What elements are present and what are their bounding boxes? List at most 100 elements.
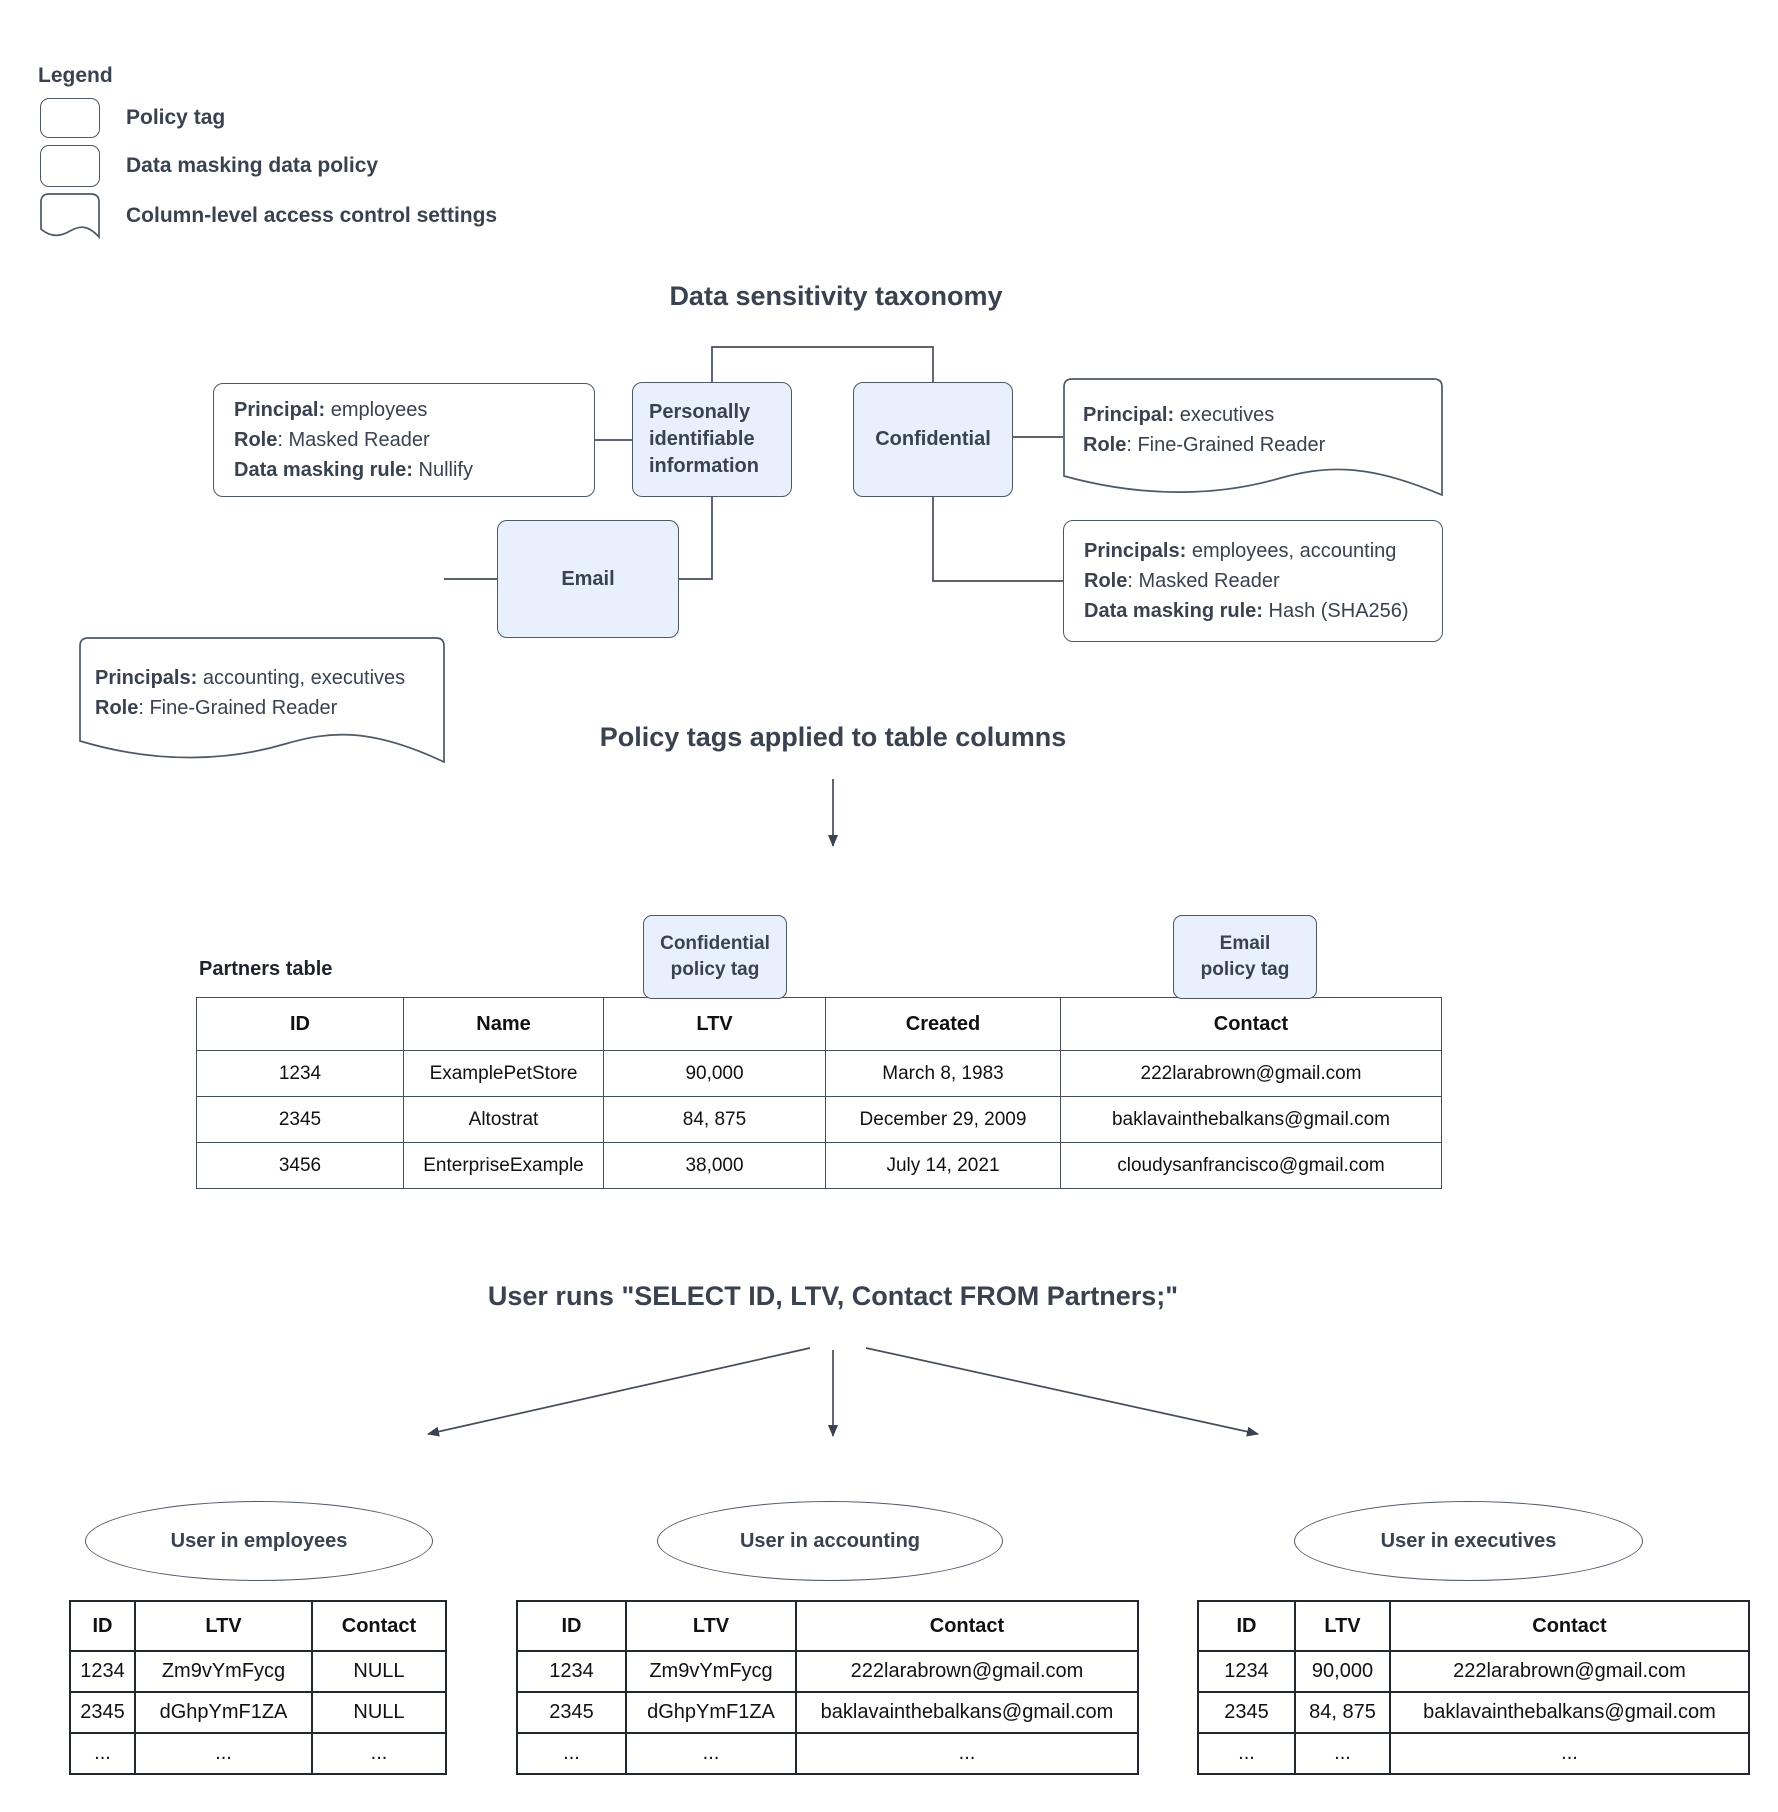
table-cell: 38,000 — [603, 1142, 826, 1189]
table-cell: March 8, 1983 — [825, 1050, 1061, 1097]
confidential-policy-tag-badge: Confidential policy tag — [643, 915, 787, 999]
column-header: ID — [69, 1600, 136, 1652]
table-row: 1234 Zm9vYmFycg 222larabrown@gmail.com — [516, 1650, 1139, 1693]
table-cell: 3456 — [196, 1142, 404, 1189]
table-row: ... ... ... — [69, 1732, 447, 1775]
column-header: ID — [1197, 1600, 1296, 1652]
accounting-executives-access-box: Principals: accounting, executives Role:… — [79, 637, 445, 763]
table-cell: 2345 — [69, 1691, 136, 1734]
legend-label: Data masking data policy — [126, 154, 379, 177]
table-cell: December 29, 2009 — [825, 1096, 1061, 1143]
column-header: Contact — [1389, 1600, 1750, 1652]
table-row: 1234 ExamplePetStore 90,000 March 8, 198… — [196, 1050, 1442, 1097]
table-row: 2345 dGhpYmF1ZA NULL — [69, 1691, 447, 1734]
email-policy-tag-badge: Email policy tag — [1173, 915, 1317, 999]
table-header-row: ID LTV Contact — [516, 1600, 1139, 1652]
policy-line: Role: Fine-Grained Reader — [95, 697, 338, 719]
document-swatch — [40, 193, 100, 240]
table-cell: 1234 — [69, 1650, 136, 1693]
table-row: 1234 90,000 222larabrown@gmail.com — [1197, 1650, 1750, 1693]
table-cell: 2345 — [196, 1096, 404, 1143]
legend-label: Column-level access control settings — [126, 204, 498, 227]
column-header: Contact — [311, 1600, 447, 1652]
table-cell: dGhpYmF1ZA — [625, 1691, 797, 1734]
policy-line: Data masking rule: Hash (SHA256) — [1084, 600, 1409, 622]
table-cell: baklavainthebalkans@gmail.com — [1389, 1691, 1750, 1734]
user-label: User in accounting — [739, 1529, 921, 1552]
query-heading: User runs "SELECT ID, LTV, Contact FROM … — [487, 1281, 1179, 1311]
table-row: ... ... ... — [1197, 1732, 1750, 1775]
table-row: 2345 dGhpYmF1ZA baklavainthebalkans@gmai… — [516, 1691, 1139, 1734]
table-cell: ... — [625, 1732, 797, 1775]
table-row: 2345 Altostrat 84, 875 December 29, 2009… — [196, 1096, 1442, 1143]
table-cell: 84, 875 — [603, 1096, 826, 1143]
table-cell: ... — [311, 1732, 447, 1775]
partners-table-label: Partners table — [199, 958, 333, 980]
column-header: ID — [516, 1600, 627, 1652]
legend-item-access-control: Column-level access control settings — [126, 193, 497, 239]
document-shape — [79, 637, 445, 763]
table-cell: ... — [1197, 1732, 1296, 1775]
applied-heading: Policy tags applied to table columns — [599, 722, 1067, 752]
table-cell: 222larabrown@gmail.com — [1060, 1050, 1442, 1097]
column-header: LTV — [603, 997, 826, 1051]
column-header: ID — [196, 997, 404, 1051]
tag-line: policy tag — [1200, 959, 1290, 980]
table-cell: EnterpriseExample — [403, 1142, 604, 1189]
table-cell: ... — [795, 1732, 1139, 1775]
email-policy-tag-node: Email — [497, 520, 679, 638]
table-cell: NULL — [311, 1691, 447, 1734]
legend-title: Legend — [38, 64, 113, 87]
table-cell: 90,000 — [1294, 1650, 1391, 1693]
user-accounting-ellipse: User in accounting — [657, 1501, 1003, 1581]
table-header-row: ID LTV Contact — [1197, 1600, 1750, 1652]
policy-lines: Principals: accounting, executives Role:… — [79, 637, 445, 723]
column-header: Name — [403, 997, 604, 1051]
confidential-policy-tag-node: Confidential — [853, 382, 1013, 497]
table-cell: cloudysanfrancisco@gmail.com — [1060, 1142, 1442, 1189]
user-employees-ellipse: User in employees — [85, 1501, 433, 1581]
table-cell: 2345 — [1197, 1691, 1296, 1734]
table-header-row: ID LTV Contact — [69, 1600, 447, 1652]
table-cell: 90,000 — [603, 1050, 826, 1097]
table-cell: 1234 — [516, 1650, 627, 1693]
legend-item-policy-tag: Policy tag — [126, 98, 225, 138]
table-cell: 1234 — [1197, 1650, 1296, 1693]
legend-item-data-policy: Data masking data policy — [126, 145, 378, 187]
user-label: User in employees — [170, 1529, 348, 1552]
hash-policy-box: Principals: employees, accounting Role: … — [1063, 520, 1443, 642]
table-cell: dGhpYmF1ZA — [134, 1691, 313, 1734]
policy-tag-swatch — [40, 98, 100, 138]
policy-line: Role: Masked Reader — [1084, 570, 1280, 592]
policy-line: Principals: accounting, executives — [95, 667, 406, 689]
email-label: Email — [561, 567, 615, 590]
data-policy-swatch — [40, 145, 100, 187]
table-cell: Altostrat — [403, 1096, 604, 1143]
table-cell: ... — [516, 1732, 627, 1775]
column-header: Contact — [1060, 997, 1442, 1051]
executives-result-table: ID LTV Contact 1234 90,000 222larabrown@… — [1197, 1600, 1750, 1775]
column-header: Contact — [795, 1600, 1139, 1652]
table-cell: baklavainthebalkans@gmail.com — [795, 1691, 1139, 1734]
policy-line: Principal: executives — [1083, 404, 1275, 426]
table-cell: 1234 — [196, 1050, 404, 1097]
column-header: Created — [825, 997, 1061, 1051]
pii-label: Personally identifiable information — [649, 401, 759, 477]
accounting-result-table: ID LTV Contact 1234 Zm9vYmFycg 222larabr… — [516, 1600, 1139, 1775]
column-header: LTV — [134, 1600, 313, 1652]
nullify-policy-box: Principal: employees Role: Masked Reader… — [213, 383, 595, 497]
tag-line: Confidential — [660, 933, 770, 955]
tag-line: policy tag — [670, 959, 760, 980]
taxonomy-title: Data sensitivity taxonomy — [669, 281, 1003, 311]
table-cell: ... — [134, 1732, 313, 1775]
table-cell: 222larabrown@gmail.com — [1389, 1650, 1750, 1693]
policy-lines: Principal: executives Role: Fine-Grained… — [1063, 378, 1443, 460]
table-cell: baklavainthebalkans@gmail.com — [1060, 1096, 1442, 1143]
policy-line: Principal: employees — [234, 399, 428, 421]
table-cell: 222larabrown@gmail.com — [795, 1650, 1139, 1693]
table-row: 1234 Zm9vYmFycg NULL — [69, 1650, 447, 1693]
table-row: 3456 EnterpriseExample 38,000 July 14, 2… — [196, 1142, 1442, 1189]
table-cell: Zm9vYmFycg — [625, 1650, 797, 1693]
table-cell: ... — [1389, 1732, 1750, 1775]
